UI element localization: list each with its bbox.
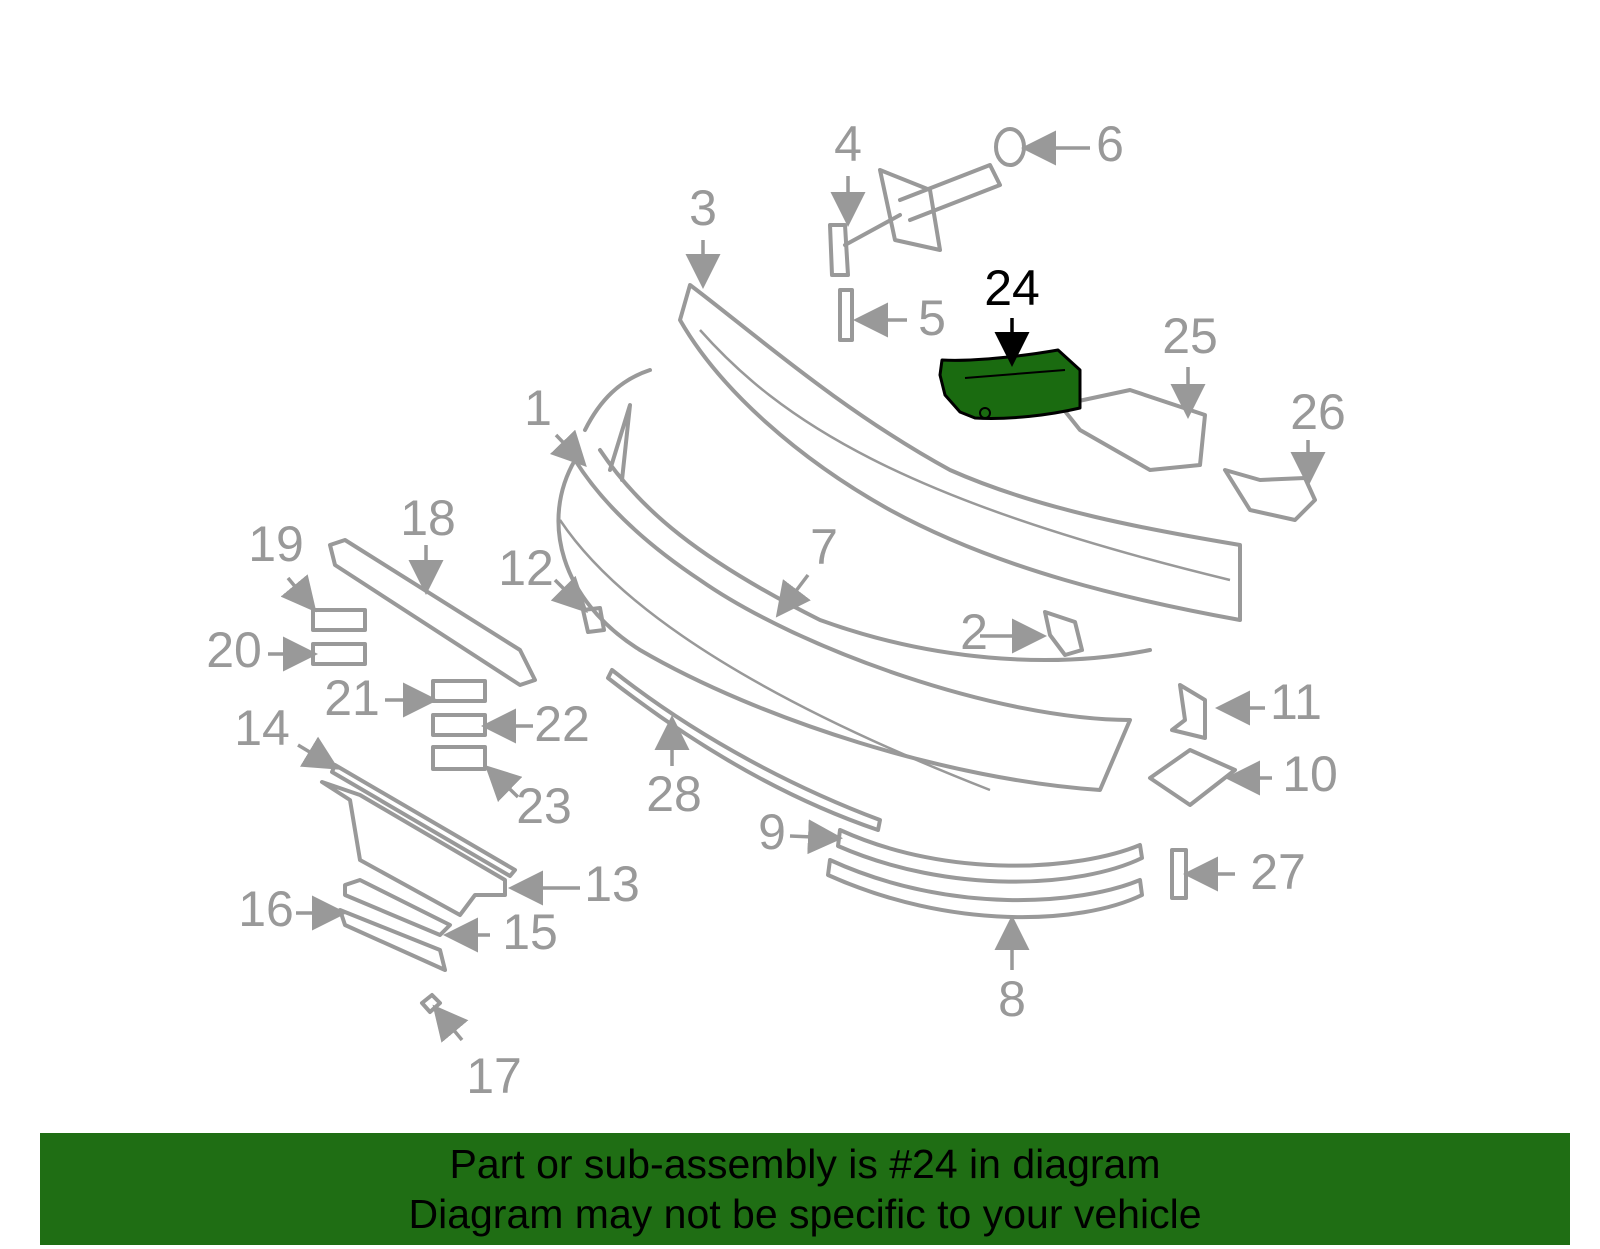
callout-28: 28 (646, 766, 702, 822)
spoiler-part-8[interactable] (826, 858, 1144, 920)
nut-part-10[interactable] (1148, 748, 1237, 807)
impact-absorber-part[interactable] (828, 127, 1026, 277)
callout-25: 25 (1162, 308, 1218, 364)
callout-4: 4 (834, 116, 862, 172)
label-part-22[interactable] (431, 713, 487, 737)
leader-arrows (268, 130, 1326, 1043)
callout-13: 13 (584, 856, 640, 912)
callout-2: 2 (960, 604, 988, 660)
stud-part-27[interactable] (1170, 848, 1188, 900)
label-part-21[interactable] (431, 679, 487, 703)
bolt-part-5[interactable] (838, 288, 854, 342)
callout-18: 18 (400, 490, 456, 546)
trim-part-16[interactable] (338, 908, 447, 972)
callout-12: 12 (498, 540, 554, 596)
callout-labels: 1 2 3 4 5 6 7 8 9 10 11 12 13 14 15 16 1… (206, 116, 1346, 1104)
callout-7: 7 (810, 519, 838, 575)
callout-3: 3 (689, 180, 717, 236)
grille-part-18[interactable] (328, 538, 537, 687)
callout-9: 9 (758, 804, 786, 860)
callout-27: 27 (1250, 844, 1306, 900)
bumper-reinforcement-part[interactable] (678, 283, 1242, 622)
callout-10: 10 (1282, 746, 1338, 802)
callout-8: 8 (998, 971, 1026, 1027)
highlighted-part-24[interactable] (938, 348, 1082, 420)
license-bracket-part-13[interactable] (320, 780, 507, 917)
callout-21: 21 (324, 670, 380, 726)
callout-15: 15 (502, 904, 558, 960)
callout-16: 16 (238, 881, 294, 937)
info-banner: Part or sub-assembly is #24 in diagram D… (40, 1133, 1570, 1245)
bracket-part-26[interactable] (1223, 468, 1317, 522)
insert-part-15[interactable] (343, 878, 452, 937)
callout-26: 26 (1290, 384, 1346, 440)
callout-14: 14 (234, 700, 290, 756)
label-part-23[interactable] (431, 745, 487, 771)
bracket-part-11[interactable] (1170, 683, 1207, 740)
label-part-20[interactable] (311, 642, 367, 666)
callout-1: 1 (524, 380, 552, 436)
clip-part-2[interactable] (1043, 610, 1084, 657)
callout-24: 24 (984, 260, 1040, 316)
molding-part-9[interactable] (836, 828, 1144, 884)
clip-part-17[interactable] (420, 993, 442, 1014)
callout-19: 19 (248, 516, 304, 572)
bracket-part-25[interactable] (1058, 388, 1207, 472)
callout-11: 11 (1270, 674, 1322, 730)
callout-22: 22 (534, 696, 590, 752)
banner-line-1: Part or sub-assembly is #24 in diagram (449, 1141, 1161, 1187)
callout-23: 23 (516, 778, 572, 834)
label-part-19[interactable] (311, 608, 367, 632)
callout-17: 17 (466, 1048, 522, 1104)
callout-5: 5 (918, 290, 946, 346)
callout-20: 20 (206, 622, 262, 678)
callout-6: 6 (1096, 116, 1124, 172)
cap-part-12[interactable] (581, 606, 606, 634)
banner-line-2: Diagram may not be specific to your vehi… (408, 1191, 1202, 1237)
